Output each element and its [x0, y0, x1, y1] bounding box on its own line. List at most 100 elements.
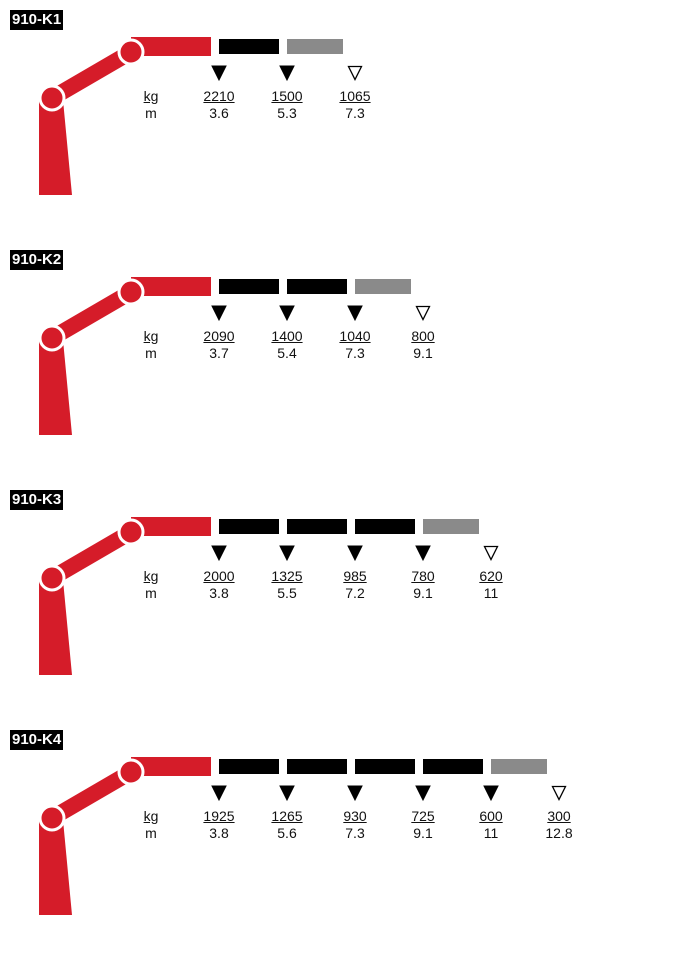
crane-inner-boom [47, 45, 136, 105]
capacity-reach-m: 9.1 [413, 825, 433, 841]
load-point-marker [211, 65, 227, 82]
load-point-marker [347, 545, 363, 562]
unit-kg: kg [143, 88, 159, 104]
unit-m: m [145, 585, 157, 601]
upper-joint [117, 278, 145, 306]
unit-kg: kg [143, 328, 159, 344]
capacity-kg: 780 [411, 568, 435, 584]
capacity-kg: 2210 [203, 88, 235, 104]
capacity-kg: 725 [411, 808, 435, 824]
triangle-icon [279, 785, 295, 802]
max-reach-marker [347, 65, 363, 81]
load-point-marker [415, 785, 431, 802]
upper-joint [117, 38, 145, 66]
capacity-reach-m: 3.8 [209, 585, 229, 601]
triangle-icon [211, 305, 227, 322]
triangle-icon [483, 785, 499, 802]
capacity-kg: 1400 [271, 328, 303, 344]
triangle-icon [483, 545, 499, 561]
lower-joint [38, 564, 66, 592]
load-point-marker [279, 785, 295, 802]
load-point-marker [415, 545, 431, 562]
capacity-reach-m: 12.8 [545, 825, 573, 841]
capacity-kg: 1925 [203, 808, 235, 824]
extension-segment [355, 759, 415, 774]
capacity-kg: 1500 [271, 88, 303, 104]
model-label: 910-K3 [10, 490, 64, 510]
unit-m: m [145, 345, 157, 361]
load-point-marker [483, 785, 499, 802]
capacity-reach-m: 9.1 [413, 345, 433, 361]
extension-segment [287, 279, 347, 294]
lower-joint [38, 324, 66, 352]
extension-segment [287, 759, 347, 774]
triangle-icon [347, 545, 363, 562]
extension-segment [355, 519, 415, 534]
capacity-kg: 800 [411, 328, 435, 344]
capacity-reach-m: 7.3 [345, 345, 365, 361]
capacity-reach-m: 7.3 [345, 105, 365, 121]
max-reach-marker [483, 545, 499, 561]
triangle-icon [211, 65, 227, 82]
load-point-marker [211, 545, 227, 562]
crane-column [39, 340, 72, 435]
load-point-marker [211, 305, 227, 322]
capacity-reach-m: 3.7 [209, 345, 229, 361]
crane-column [39, 580, 72, 675]
extension-segment [219, 279, 279, 294]
triangle-icon [347, 305, 363, 322]
capacity-reach-m: 5.4 [277, 345, 297, 361]
capacity-reach-m: 5.3 [277, 105, 297, 121]
crane-inner-boom [47, 285, 136, 345]
final-extension-segment [423, 519, 479, 534]
capacity-kg: 600 [479, 808, 503, 824]
triangle-icon [347, 785, 363, 802]
final-extension-segment [287, 39, 343, 54]
capacity-reach-m: 3.6 [209, 105, 229, 121]
unit-m: m [145, 825, 157, 841]
model-label: 910-K1 [10, 10, 64, 30]
capacity-reach-m: 5.5 [277, 585, 297, 601]
crane-arm [38, 757, 211, 915]
capacity-reach-m: 7.2 [345, 585, 365, 601]
unit-kg: kg [143, 568, 159, 584]
triangle-icon [279, 65, 295, 82]
capacity-kg: 2090 [203, 328, 235, 344]
upper-joint [117, 758, 145, 786]
capacity-reach-m: 9.1 [413, 585, 433, 601]
load-point-marker [279, 65, 295, 82]
crane-inner-boom [47, 765, 136, 825]
crane-outer-boom [131, 277, 211, 296]
capacity-kg: 930 [343, 808, 367, 824]
capacity-reach-m: 11 [483, 825, 499, 841]
crane-arm [38, 37, 211, 195]
capacity-reach-m: 7.3 [345, 825, 365, 841]
triangle-icon [415, 785, 431, 802]
capacity-reach-m: 5.6 [277, 825, 297, 841]
max-reach-marker [415, 305, 431, 321]
load-point-marker [347, 305, 363, 322]
extension-segment [219, 519, 279, 534]
unit-kg: kg [143, 808, 159, 824]
capacity-kg: 2000 [203, 568, 235, 584]
upper-joint [117, 518, 145, 546]
crane-arm [38, 277, 211, 435]
